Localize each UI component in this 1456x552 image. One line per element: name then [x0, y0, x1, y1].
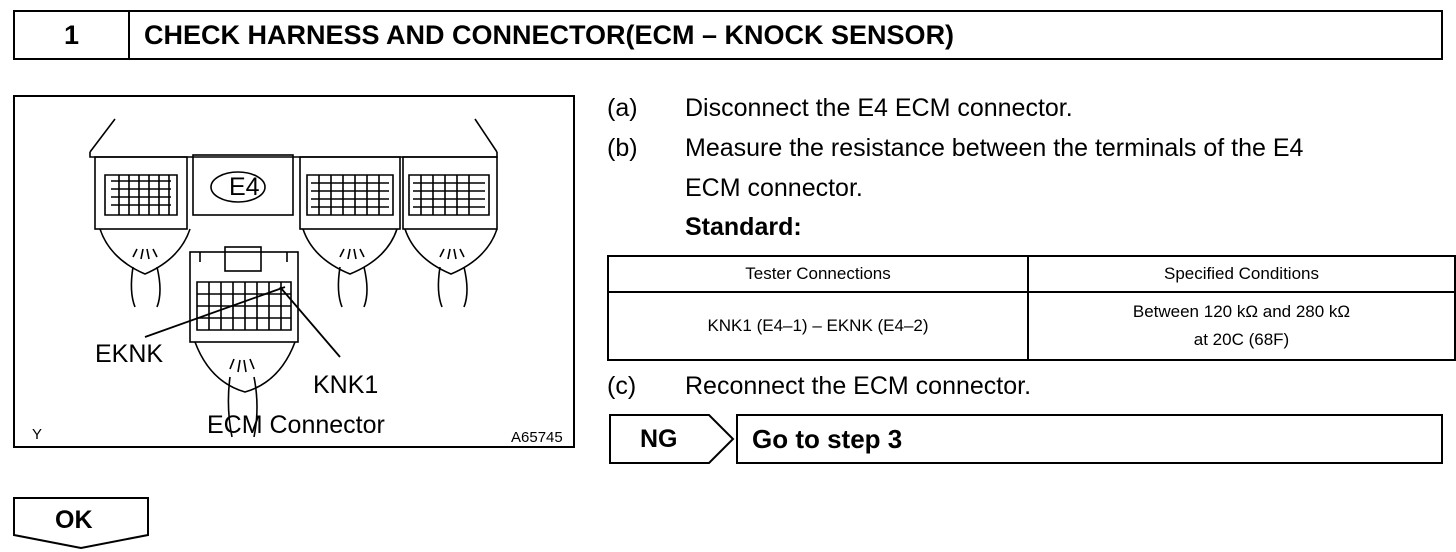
step-number: 1 — [15, 12, 130, 58]
step-b-marker: (b) — [607, 134, 638, 162]
condition-line-1: Between 120 kΩ and 280 kΩ — [1132, 302, 1351, 321]
ok-arrow-box — [13, 497, 149, 549]
ok-label[interactable]: OK — [55, 506, 93, 534]
figure-caption: ECM Connector — [207, 411, 385, 439]
ng-arrow-box — [609, 414, 735, 464]
connector-figure: E4 EKNK KNK1 ECM Connector Y A65745 — [13, 95, 575, 448]
eknk-label: EKNK — [95, 340, 164, 368]
table-row: KNK1 (E4–1) – EKNK (E4–2) Between 120 kΩ… — [607, 291, 1456, 361]
condition-line-2: at 20C (68F) — [1193, 330, 1290, 349]
step-c-marker: (c) — [607, 372, 637, 400]
corner-mark: Y — [32, 426, 43, 443]
tester-connection-cell: KNK1 (E4–1) – EKNK (E4–2) — [607, 291, 1029, 361]
step-header: 1 CHECK HARNESS AND CONNECTOR(ECM – KNOC… — [13, 10, 1443, 60]
step-b-text: Measure the resistance between the termi… — [685, 134, 1304, 162]
e4-label: E4 — [229, 173, 260, 201]
ecm-connector-illustration — [89, 118, 498, 438]
specified-condition-cell: Between 120 kΩ and 280 kΩ at 20C (68F) — [1027, 291, 1456, 361]
figure-id: A65745 — [511, 429, 563, 446]
ng-label: NG — [640, 425, 678, 453]
go-to-step-3-link[interactable]: Go to step 3 — [736, 414, 1443, 464]
standard-label: Standard: — [685, 213, 802, 241]
header-specified-conditions: Specified Conditions — [1027, 255, 1456, 293]
step-b-text-cont: ECM connector. — [685, 174, 863, 202]
header-tester-connections: Tester Connections — [607, 255, 1029, 293]
spec-table: Tester Connections Specified Conditions … — [607, 255, 1456, 361]
knk1-label: KNK1 — [313, 371, 379, 399]
step-a-marker: (a) — [607, 94, 638, 122]
step-title: CHECK HARNESS AND CONNECTOR(ECM – KNOCK … — [144, 19, 955, 50]
step-c-text: Reconnect the ECM connector. — [685, 372, 1032, 400]
step-a-text: Disconnect the E4 ECM connector. — [685, 94, 1073, 122]
